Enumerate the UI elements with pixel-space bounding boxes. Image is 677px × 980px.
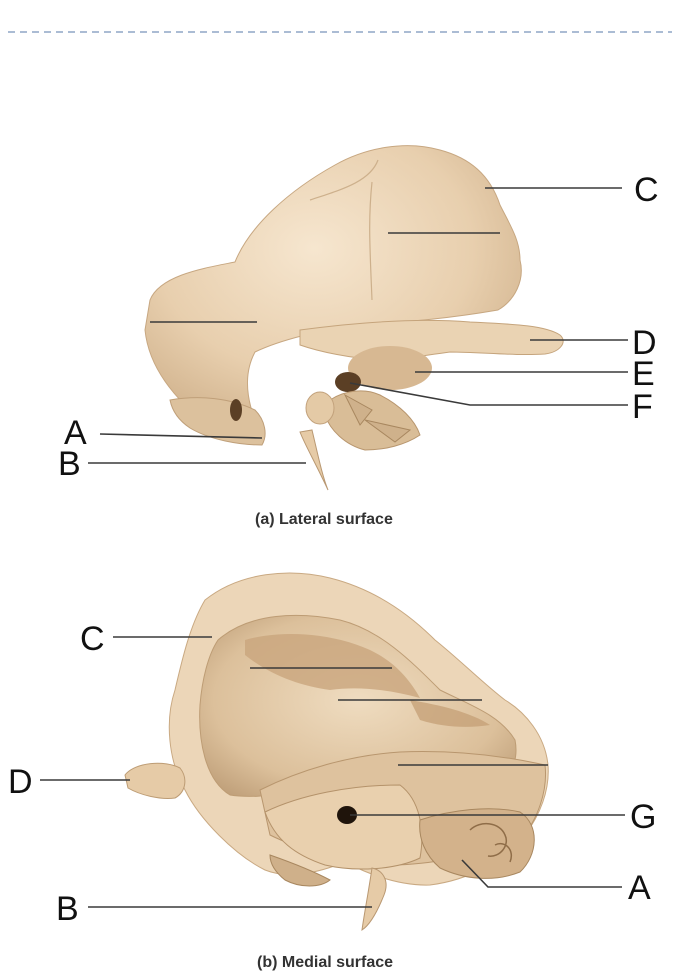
medial-surface-view: C D G A B (b) Medial surface: [8, 573, 656, 971]
zygomatic-process-stub: [125, 763, 185, 798]
label-medial-g: G: [630, 798, 656, 836]
lateral-surface-view: C D E F A B (a) Lateral surface: [58, 146, 659, 528]
lateral-bone-illustration: [145, 146, 563, 490]
squamous-part: [145, 146, 521, 440]
label-medial-b: B: [56, 890, 79, 928]
caption-medial: (b) Medial surface: [257, 954, 393, 971]
label-lateral-c: C: [634, 171, 659, 209]
mastoid-process-bulge: [306, 392, 334, 424]
caption-lateral: (a) Lateral surface: [255, 511, 393, 528]
external-acoustic-meatus: [335, 372, 361, 392]
tympanic-part: [325, 391, 420, 450]
label-medial-a: A: [628, 869, 651, 907]
label-medial-c: C: [80, 620, 105, 658]
label-medial-d: D: [8, 763, 33, 801]
label-lateral-f: F: [632, 388, 653, 426]
styloid-process: [300, 430, 328, 490]
zygomatic-process: [300, 320, 563, 360]
styloid-process-medial: [362, 868, 386, 930]
label-lateral-b: B: [58, 445, 81, 483]
mastoid-foramen: [230, 399, 242, 421]
medial-bone-illustration: [125, 573, 548, 930]
